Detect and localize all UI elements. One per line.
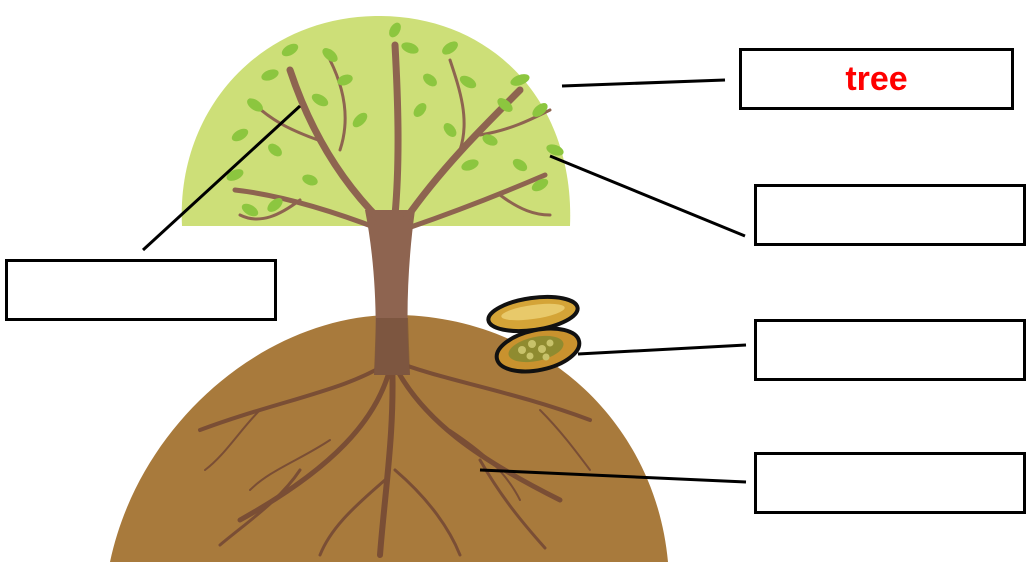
leader-line-bottom-right <box>479 468 747 484</box>
leader-line-mid-right <box>549 154 746 238</box>
label-box-branch[interactable] <box>5 259 277 321</box>
roots <box>198 357 592 558</box>
canopy <box>181 15 571 227</box>
trunk-overlap <box>374 318 410 375</box>
label-text-tree: tree <box>845 59 908 98</box>
label-box-tree[interactable]: tree <box>739 48 1014 110</box>
leader-line-top-right <box>561 78 726 88</box>
branches <box>232 41 552 233</box>
seed-pod-icon <box>486 294 582 374</box>
label-box-leaf[interactable] <box>754 184 1026 246</box>
leader-line-seed <box>577 343 747 356</box>
leaves <box>226 22 564 217</box>
label-box-roots[interactable] <box>754 452 1026 514</box>
leader-lines <box>141 78 747 484</box>
leader-line-left <box>141 104 302 252</box>
label-box-seed[interactable] <box>754 319 1026 381</box>
